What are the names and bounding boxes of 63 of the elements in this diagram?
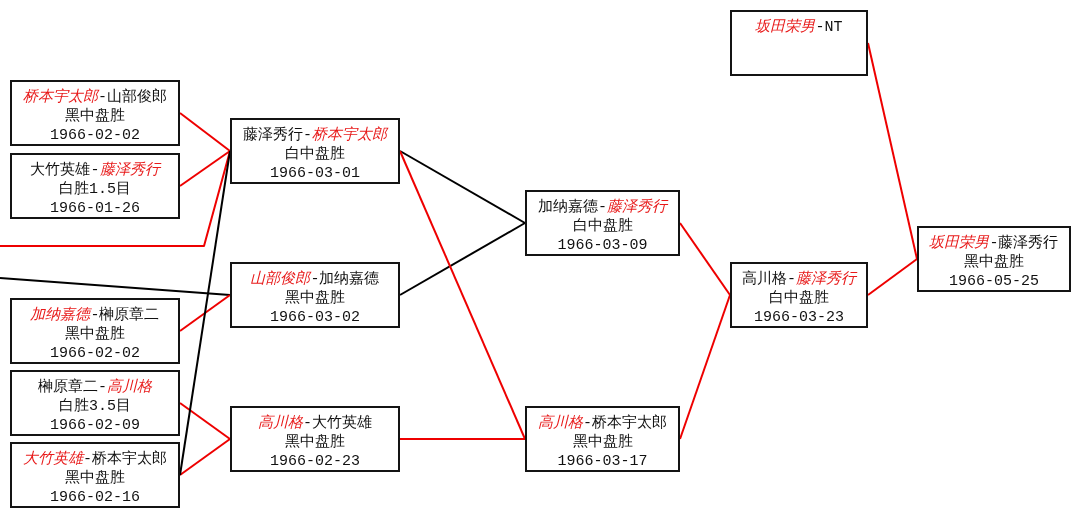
match-box xyxy=(230,262,400,328)
game-date: 1966-03-23 xyxy=(754,308,844,327)
game-date: 1966-02-16 xyxy=(50,488,140,507)
connector-line xyxy=(399,150,526,224)
connector-line xyxy=(399,222,526,296)
connector-line xyxy=(179,438,231,476)
connector-line xyxy=(399,438,526,440)
connector-line xyxy=(179,402,231,440)
match-box xyxy=(525,190,680,256)
game-result: 白中盘胜 xyxy=(769,289,829,308)
match-box xyxy=(10,153,180,219)
game-date: 1966-03-17 xyxy=(557,452,648,471)
connector-line xyxy=(867,258,918,296)
player-names: 高川格-藤泽秀行 xyxy=(742,270,856,289)
game-date: 1966-02-09 xyxy=(50,416,140,435)
connector-line xyxy=(179,112,231,152)
player-names: 加纳嘉德-藤泽秀行 xyxy=(538,198,667,217)
game-date: 1966-05-25 xyxy=(949,272,1039,291)
game-result: 黑中盘胜 xyxy=(285,289,345,308)
game-date: 1966-03-01 xyxy=(270,164,360,183)
player-names: 榊原章二-高川格 xyxy=(38,378,152,397)
match-box xyxy=(10,442,180,508)
connector-line xyxy=(179,150,231,187)
match-box xyxy=(10,298,180,364)
match-box xyxy=(730,10,868,76)
connector-line xyxy=(0,277,231,296)
game-result: 黑中盘胜 xyxy=(572,433,633,452)
game-date: 1966-03-02 xyxy=(270,308,360,327)
game-date: 1966-03-09 xyxy=(557,236,648,255)
match-box xyxy=(230,118,400,184)
game-result: 黑中盘胜 xyxy=(964,253,1024,272)
game-date: 1966-01-26 xyxy=(50,199,140,218)
player-names: 藤泽秀行-桥本宇太郎 xyxy=(243,126,387,145)
match-box xyxy=(10,80,180,146)
player-names: 大竹英雄-桥本宇太郎 xyxy=(23,450,167,469)
match-box xyxy=(917,226,1071,292)
match-box xyxy=(525,406,680,472)
game-date: 1966-02-23 xyxy=(270,452,360,471)
connector-line xyxy=(179,294,231,332)
player-names: 高川格-大竹英雄 xyxy=(258,414,372,433)
player-names: 坂田荣男-NT xyxy=(755,18,843,37)
connector-line xyxy=(399,150,526,440)
player-names: 高川格-桥本宇太郎 xyxy=(538,414,667,433)
game-result: 白胜1.5目 xyxy=(59,180,131,199)
connector-line xyxy=(679,222,731,296)
game-result: 黑中盘胜 xyxy=(285,433,345,452)
game-date: 1966-02-02 xyxy=(50,344,140,363)
player-names: 坂田荣男-藤泽秀行 xyxy=(929,234,1059,253)
match-box xyxy=(730,262,868,328)
game-result: 黑中盘胜 xyxy=(65,469,125,488)
connector-line xyxy=(0,150,231,247)
game-result: 白胜3.5目 xyxy=(59,397,131,416)
game-result: 黑中盘胜 xyxy=(65,107,125,126)
game-date: 1966-02-02 xyxy=(50,126,140,145)
player-names: 大竹英雄-藤泽秀行 xyxy=(30,161,160,180)
game-result: 白中盘胜 xyxy=(285,145,345,164)
player-names: 加纳嘉德-榊原章二 xyxy=(30,306,160,325)
match-box xyxy=(230,406,400,472)
game-result: 黑中盘胜 xyxy=(65,325,125,344)
player-names: 桥本宇太郎-山部俊郎 xyxy=(23,88,167,107)
game-result: 白中盘胜 xyxy=(572,217,633,236)
player-names: 山部俊郎-加纳嘉德 xyxy=(250,270,380,289)
match-box xyxy=(10,370,180,436)
